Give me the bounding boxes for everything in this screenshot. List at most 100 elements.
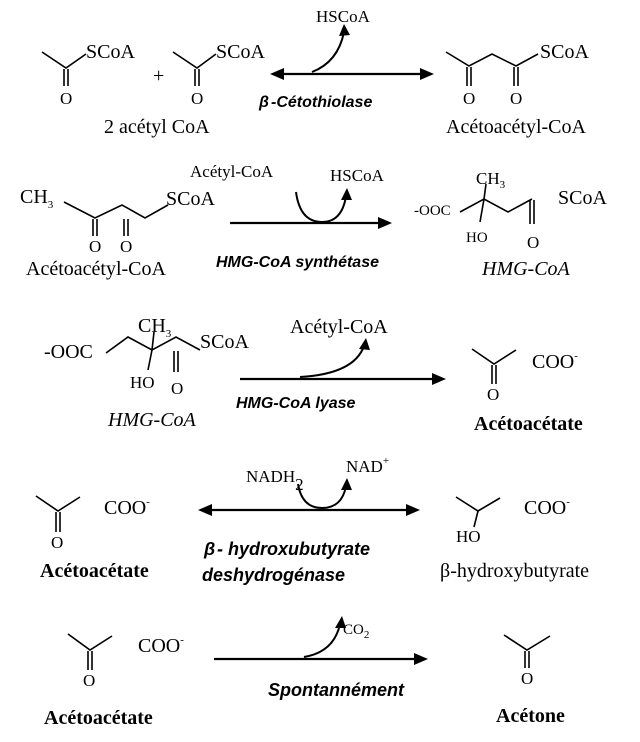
- acetyl-coa-1-bonds: [41, 51, 87, 69]
- hmg-coa-1-hydroxyl: HO: [466, 230, 488, 246]
- enzyme-hmg-coa-lyase: HMG-CoA lyase: [236, 395, 356, 412]
- co2-released: CO2: [343, 622, 369, 641]
- reactant-label-acetoacetate-5: Acétoacétate: [44, 707, 153, 729]
- acetyl-coa-2-scoa: SCoA: [216, 41, 265, 63]
- hmg-coa-1-hydroxyl-bond: [479, 198, 485, 223]
- arrowhead-5: [414, 653, 428, 665]
- acetoacetate-2-bonds: [35, 495, 81, 512]
- release-arrowhead-5: [335, 616, 346, 628]
- acetone-structure: O: [503, 634, 551, 688]
- hmg-coa-2-oxygen: O: [171, 379, 183, 398]
- nadh2-cofactor: NADH2: [246, 467, 304, 494]
- acetyl-coa-1-scoa: SCoA: [86, 41, 135, 63]
- hmg-coa-2-hydroxyl-bond: [147, 349, 153, 371]
- hmg-coa-1-oxygen: O: [527, 233, 539, 252]
- acetyl-coa-structure-1: SCoA O: [41, 41, 135, 108]
- acetoacetyl-coa-structure-1: SCoA O O: [445, 41, 589, 108]
- hmg-coa-1-scoa: SCoA: [558, 187, 607, 209]
- acetoacetyl-coa-1-oxygen-1: O: [463, 89, 475, 108]
- hydroxybutyrate-bonds: [455, 496, 501, 512]
- product-label-acetoacetate: Acétoacétate: [474, 413, 583, 435]
- hydroxybutyrate-hydroxyl-bond: [473, 510, 479, 528]
- acetyl-coa-structure-2: SCoA O: [172, 41, 265, 108]
- acetoacetate-1-coo: COO-: [532, 350, 578, 373]
- hmg-coa-structure-1: -OOC CH3 HO O SCoA: [414, 169, 607, 252]
- acetoacetate-structure-2: COO- O: [35, 495, 150, 552]
- curve-arrow-4: [297, 483, 347, 510]
- hmg-coa-2-methyl: CH3: [138, 315, 172, 340]
- hscoa-released-1: HSCoA: [316, 7, 371, 26]
- acetoacetate-structure-1: COO- O: [471, 348, 578, 404]
- reactant-label-acetoacetyl-coa: Acétoacétyl-CoA: [26, 258, 166, 280]
- plus-sign: +: [153, 65, 164, 87]
- acetoacetyl-coa-2-bonds: [63, 201, 169, 219]
- arrowhead-2: [378, 217, 392, 229]
- acetyl-coa-1-oxygen: O: [60, 89, 72, 108]
- acetoacetate-3-bonds: [67, 633, 113, 651]
- acetoacetyl-coa-structure-2: CH3 SCoA O O: [20, 186, 215, 256]
- arrowhead-left-1: [270, 68, 284, 80]
- product-label-hydroxybutyrate: β-hydroxybutyrate: [440, 560, 589, 582]
- arrowhead-left-4: [198, 504, 212, 516]
- acetyl-coa-2-oxygen: O: [191, 89, 203, 108]
- enzyme-beta-prefix-1: β: [258, 94, 269, 111]
- hmg-coa-1-carboxylate: -OOC: [414, 203, 451, 219]
- hmg-coa-structure-2: -OOC CH3 HO O SCoA: [44, 315, 249, 398]
- nad-plus-cofactor: NAD+: [346, 455, 389, 476]
- arrowhead-right-1: [420, 68, 434, 80]
- enzyme-beta-prefix-4: β: [203, 539, 215, 559]
- hmg-coa-1-methyl-bond: [483, 183, 487, 200]
- acetyl-coa-input-2: Acétyl-CoA: [190, 162, 274, 181]
- acetyl-coa-released-3: Acétyl-CoA: [290, 316, 388, 338]
- arrowhead-right-4: [406, 504, 420, 516]
- acetoacetyl-coa-2-oxygen-1: O: [89, 237, 101, 256]
- release-arrowhead-3: [359, 338, 370, 350]
- acetoacetyl-coa-2-oxygen-2: O: [120, 237, 132, 256]
- product-label-acetoacetyl-coa: Acétoacétyl-CoA: [446, 116, 586, 138]
- hmg-coa-1-bonds: [459, 198, 533, 213]
- acetoacetate-1-bonds: [471, 348, 517, 365]
- reaction-2: CH3 SCoA O O Acétoacétyl-CoA Acétyl-CoA …: [20, 162, 607, 280]
- acetoacetate-3-oxygen: O: [83, 671, 95, 690]
- reaction-4: COO- O Acétoacétate NADH2 NAD+ β - hydro…: [35, 455, 589, 585]
- release-curve-hscoa-1: [311, 31, 345, 73]
- hydroxybutyrate-coo: COO-: [524, 496, 570, 519]
- acetoacetyl-coa-1-bonds: [445, 51, 539, 67]
- methyl-ch3-2: CH3: [20, 186, 54, 211]
- release-curve-5: [303, 623, 341, 658]
- acetoacetate-3-coo: COO-: [138, 634, 184, 657]
- acetoacetate-2-coo: COO-: [104, 496, 150, 519]
- hmg-coa-2-carboxylate: -OOC: [44, 341, 93, 363]
- hmg-coa-2-hydroxyl: HO: [130, 373, 155, 392]
- acetoacetyl-coa-2-scoa: SCoA: [166, 188, 215, 210]
- enzyme-cetothiolase: -Cétothiolase: [271, 94, 372, 111]
- reaction-1: SCoA O + SCoA O 2 acétyl CoA HSCoA β -Cé…: [41, 7, 589, 138]
- enzyme-line-2: deshydrogénase: [202, 565, 345, 585]
- acetone-bonds: [503, 634, 551, 651]
- enzyme-hmg-coa-synthetase: HMG-CoA synthétase: [216, 254, 379, 271]
- reaction-5: COO- O Acétoacétate CO2 Spontannément O …: [44, 616, 565, 729]
- product-label-hmg-coa: HMG-CoA: [481, 258, 571, 280]
- curve-arrow-2: [295, 191, 347, 224]
- hmg-coa-2-scoa: SCoA: [200, 331, 249, 353]
- hmg-coa-2-methyl-bond: [151, 331, 155, 351]
- release-arrowhead-2: [341, 188, 352, 200]
- hscoa-released-2: HSCoA: [330, 166, 385, 185]
- reactant-label-hmg-coa: HMG-CoA: [107, 409, 197, 431]
- reaction-3: -OOC CH3 HO O SCoA HMG-CoA Acétyl-CoA HM…: [44, 315, 583, 435]
- arrowhead-3: [432, 373, 446, 385]
- release-arrowhead-1: [339, 24, 350, 36]
- reactant-label-2-acetyl-coa: 2 acétyl CoA: [104, 116, 210, 138]
- release-curve-3: [299, 345, 365, 378]
- reactant-label-acetoacetate-4: Acétoacétate: [40, 560, 149, 582]
- acetoacetate-1-oxygen: O: [487, 385, 499, 404]
- hydroxybutyrate-hydroxyl: HO: [456, 527, 481, 546]
- release-arrowhead-4: [341, 478, 352, 490]
- acetoacetate-structure-3: COO- O: [67, 633, 184, 690]
- condition-spontaneous: Spontannément: [268, 680, 405, 700]
- hmg-coa-1-methyl: CH3: [476, 169, 506, 191]
- acetone-oxygen: O: [521, 669, 533, 688]
- beta-hydroxybutyrate-structure: COO- HO: [455, 496, 570, 546]
